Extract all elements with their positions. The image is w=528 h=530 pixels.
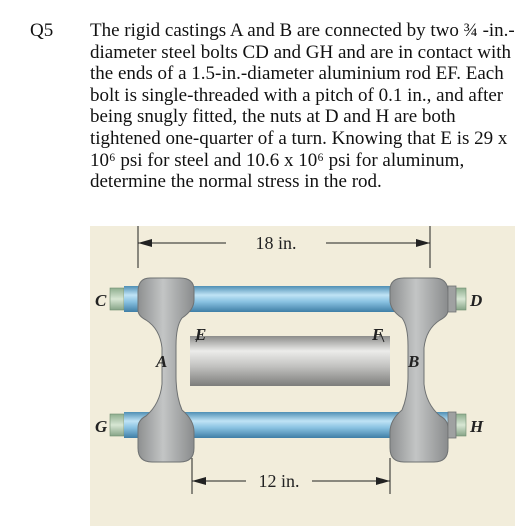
label-h: H [469,417,484,436]
label-c: C [95,291,107,310]
dimension-12in: 12 in. [191,458,391,494]
nut-h [447,411,457,439]
label-b: B [407,352,419,371]
casting-a [137,277,195,463]
label-g: G [95,417,108,436]
aluminum-rod-ef [190,336,390,386]
arrowhead-left-icon [192,477,206,485]
question-number: Q5 [30,20,54,41]
nut-d [447,285,457,313]
castings-figure: 18 in. C D E F A B G [90,226,515,526]
arrowhead-right-icon [416,239,430,247]
castings-diagram: 18 in. C D E F A B G [90,226,515,526]
label-e: E [194,325,206,344]
casting-b [389,277,449,463]
label-d: D [469,291,482,310]
leader-f [379,331,385,343]
arrowhead-right-icon [376,477,390,485]
problem-text: The rigid castings A and B are connected… [90,20,515,193]
label-f: F [371,325,384,344]
dim-top-label: 18 in. [255,233,296,253]
leader-e [195,331,201,343]
dimension-18in: 18 in. [137,226,431,268]
dim-bottom-label: 12 in. [258,471,299,491]
arrowhead-left-icon [138,239,152,247]
label-a: A [155,352,167,371]
